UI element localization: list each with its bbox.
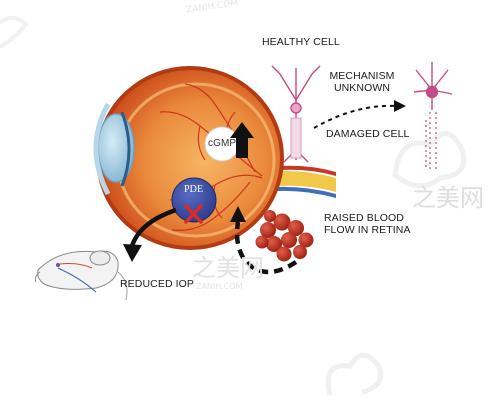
label-mechanism-unknown: MECHANISM UNKNOWN <box>324 70 400 94</box>
arrow-raised-blood-flow <box>230 206 298 275</box>
arrow-to-damaged-cell <box>313 100 406 129</box>
cornea <box>93 102 111 196</box>
label-damaged-cell: DAMAGED CELL <box>326 128 410 140</box>
label-mechanism-line1: MECHANISM <box>329 70 395 82</box>
watermark-text-right: 之美网 <box>412 184 484 212</box>
watermark-latin-left: ZANIH.COM <box>196 282 243 291</box>
watermark-logo-right <box>392 131 467 189</box>
label-reduced-iop: REDUCED IOP <box>120 278 195 290</box>
label-raised-blood-line2: FLOW IN RETINA <box>324 224 411 236</box>
label-pde: PDE <box>184 184 204 195</box>
label-cgmp: cGMP <box>208 138 237 149</box>
damaged-neuron <box>413 62 453 170</box>
inhibit-x-mark <box>184 204 203 224</box>
label-healthy-cell: HEALTHY CELL <box>262 36 340 48</box>
healthy-neuron <box>271 65 321 163</box>
eye-illustration <box>93 66 284 250</box>
arrow-to-reduced-iop <box>123 207 177 262</box>
label-raised-blood-flow: RAISED BLOOD FLOW IN RETINA <box>324 212 411 236</box>
label-mechanism-line2: UNKNOWN <box>333 82 391 94</box>
pde-circle <box>171 177 217 223</box>
watermark-logo-top <box>0 16 29 50</box>
watermark <box>0 16 467 396</box>
label-raised-blood-line1: RAISED BLOOD <box>324 212 404 224</box>
watermark-text-left: 之美网 <box>192 254 264 282</box>
blood-cells-cluster <box>255 210 314 262</box>
mouse-illustration <box>35 250 128 301</box>
watermark-logo-bottom <box>325 352 384 396</box>
increase-arrow-cgmp <box>230 122 254 158</box>
